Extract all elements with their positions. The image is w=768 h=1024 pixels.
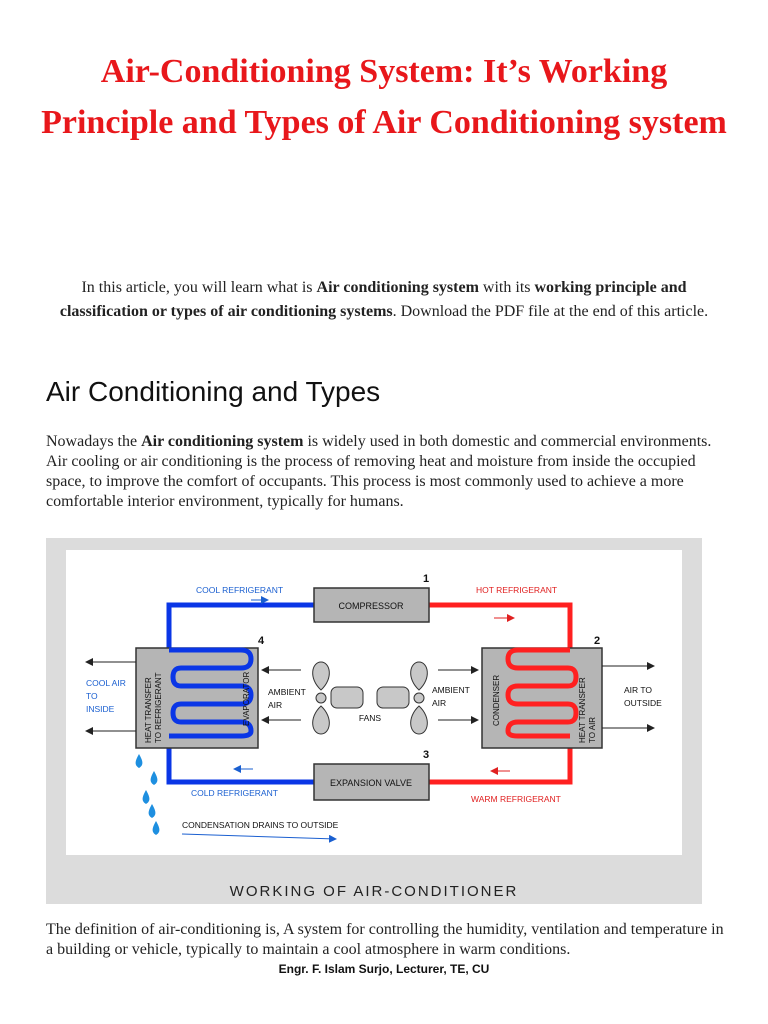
number-3: 3 [423,749,429,761]
condenser-coil [505,647,579,739]
paragraph-1: Nowadays the Air conditioning system is … [46,432,730,512]
cool-air-label-3: INSIDE [86,704,115,714]
para1-text-2: is widely used in both domestic and comm… [46,433,712,510]
heat-to-refrigerant-label-1: HEAT TRANSFER [144,677,153,743]
number-4: 4 [258,635,265,647]
author-footer: Engr. F. Islam Surjo, Lecturer, TE, CU [278,962,490,976]
fans-label: FANS [359,713,382,723]
evaporator-coil [169,647,254,739]
ambient-air-left-2: AIR [268,700,282,710]
cool-air-label-1: COOL AIR [86,678,126,688]
compressor-label: COMPRESSOR [338,601,404,611]
intro-paragraph: In this article, you will learn what is … [50,276,718,323]
cool-refrigerant-label: COOL REFRIGERANT [196,585,283,595]
heat-to-refrigerant-label-2: TO REFRIGERANT [154,672,163,743]
air-outside-label-1: AIR TO [624,685,652,695]
expansion-valve-box [313,763,430,801]
heat-to-air-label-2: TO AIR [588,717,597,743]
condensation-label: CONDENSATION DRAINS TO OUTSIDE [182,820,339,830]
intro-text-3: . Download the PDF file at the end of th… [392,302,709,320]
article-title: Air-Conditioning System: It’s Working Pr… [41,53,727,141]
intro-bold-1: Air conditioning system [316,279,479,296]
condensation-arrow [181,833,337,843]
section-heading: Air Conditioning and Types [46,376,381,407]
hot-pipes [429,602,573,785]
compressor-box [313,587,430,623]
number-2: 2 [594,635,600,647]
diagram-caption: WORKING OF AIR-CONDITIONER [230,883,519,900]
cold-pipes [166,602,314,785]
heat-to-air-label-1: HEAT TRANSFER [578,677,587,743]
cool-air-label-2: TO [86,691,98,701]
warm-refrigerant-label: WARM REFRIGERANT [471,794,561,804]
hot-refrigerant-label: HOT REFRIGERANT [476,585,557,595]
condenser-label: CONDENSER [492,675,501,726]
evaporator-unit [135,647,259,749]
fan-left [312,661,364,735]
ambient-air-right-1: AMBIENT [432,685,470,695]
ambient-air-right-2: AIR [432,698,446,708]
ambient-air-left-1: AMBIENT [268,687,306,697]
condensation-droplets [135,754,160,835]
intro-bold-2: working principle and classification or … [59,279,687,320]
cold-refrigerant-label: COLD REFRIGERANT [191,788,278,798]
expansion-valve-label: EXPANSION VALVE [330,778,412,788]
para1-text-1: Nowadays the [46,433,142,450]
paragraph-2: The definition of air-conditioning is, A… [46,921,724,958]
fan-right [376,661,428,735]
intro-text-2: with its [478,279,535,296]
air-outside-label-2: OUTSIDE [624,698,662,708]
evaporator-label: EVAPORATOR [242,672,251,726]
number-1: 1 [423,573,429,585]
para1-bold: Air conditioning system [141,433,304,450]
ac-working-diagram: COMPRESSOR EXPANSION VALVE 1 2 3 4 COOL … [46,538,702,904]
intro-text-1: In this article, you will learn what is [81,279,317,296]
